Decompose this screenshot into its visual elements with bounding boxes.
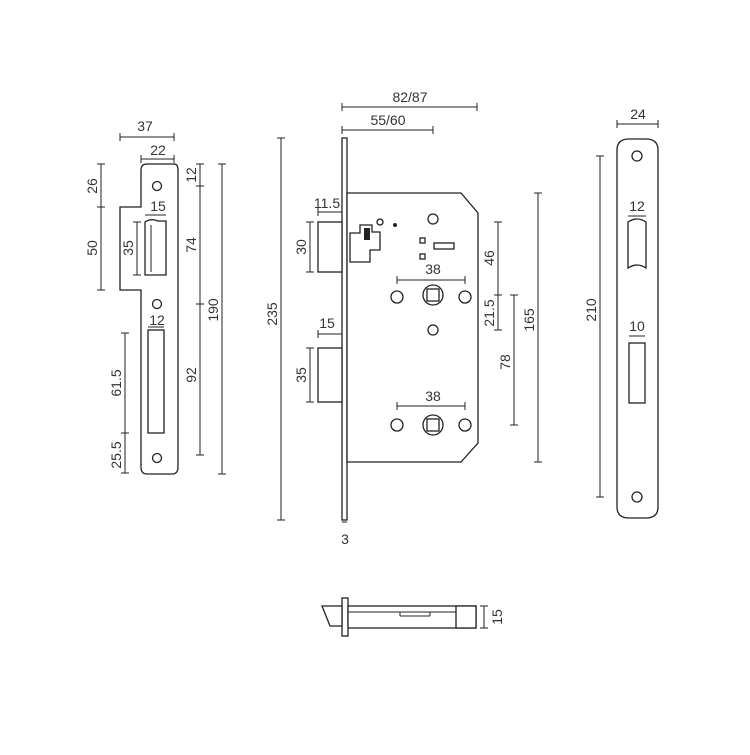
strike-screw-hole-bottom — [151, 452, 163, 464]
strike-width-22: 22 — [150, 142, 166, 158]
strike-bottom-25-5: 25.5 — [108, 441, 124, 468]
strike-latch-height-35: 35 — [120, 240, 136, 256]
strike-hole-offset-12: 12 — [183, 167, 199, 183]
backset-overall-82-87: 82/87 — [392, 89, 427, 105]
faceplate-thickness-3: 3 — [341, 531, 349, 547]
latch-height-30: 30 — [293, 239, 309, 255]
follower-upper-square — [426, 288, 440, 302]
indicator-slot-1 — [419, 237, 426, 244]
faceplate-latch-12: 12 — [629, 198, 645, 214]
strike-plate: 37 22 15 12 26 50 35 61.5 25.5 12 74 92 — [84, 118, 226, 475]
faceplate-height-235: 235 — [264, 302, 280, 326]
indicator-slot-3 — [419, 253, 426, 260]
turn-follower-square — [426, 418, 440, 432]
faceplate: 24 12 10 210 — [583, 106, 659, 519]
faceplate-bolt-opening — [628, 342, 646, 404]
case-hole-top — [427, 213, 439, 225]
faceplate-screw-bottom — [631, 491, 643, 503]
deadbolt-height-35: 35 — [293, 367, 309, 383]
fixing-hole-left-lower — [390, 418, 404, 432]
strike-span-74: 74 — [183, 237, 199, 253]
dimension-78: 78 — [497, 354, 513, 370]
spindle-spacing-38-bottom: 38 — [425, 388, 441, 404]
faceplate-outline — [616, 138, 659, 519]
fixing-hole-right-upper — [458, 290, 472, 304]
latch-projection-11-5: 11.5 — [314, 195, 340, 211]
lock-faceplate-edge — [341, 137, 348, 521]
deadbolt-projection-15: 15 — [319, 315, 335, 331]
faceplate-screw-top — [631, 150, 643, 162]
strike-bolt-opening — [147, 329, 165, 434]
strike-bolt-height-61-5: 61.5 — [108, 369, 124, 396]
side-thickness-15: 15 — [489, 609, 505, 625]
backset-55-60: 55/60 — [370, 112, 405, 128]
side-view: 15 — [321, 597, 505, 637]
lock-case-outline — [346, 192, 479, 463]
faceplate-height-210: 210 — [583, 298, 599, 322]
fixing-hole-left-upper — [390, 290, 404, 304]
dimension-21-5: 21.5 — [481, 299, 497, 326]
spindle-spacing-38-top: 38 — [425, 261, 441, 277]
strike-latch-opening — [144, 219, 167, 276]
strike-latch-width-15: 15 — [150, 198, 166, 214]
strike-span-92: 92 — [183, 367, 199, 383]
latch-pin — [364, 228, 370, 240]
strike-offset-26: 26 — [84, 178, 100, 194]
strike-width-37: 37 — [137, 118, 153, 134]
strike-cutout-50: 50 — [84, 240, 100, 256]
lock-body: 82/87 55/60 11.5 30 15 35 235 3 38 — [264, 89, 542, 547]
case-height-165: 165 — [521, 308, 537, 332]
side-view-latch — [321, 605, 343, 627]
strike-screw-hole-middle — [151, 298, 163, 310]
faceplate-width-24: 24 — [630, 106, 646, 122]
strike-height-190: 190 — [205, 298, 221, 322]
strike-bolt-width-12: 12 — [149, 312, 165, 328]
faceplate-latch-opening — [627, 218, 647, 270]
case-hole-middle — [427, 324, 439, 336]
fixing-hole-right-lower — [458, 418, 472, 432]
latch-rivet — [376, 218, 384, 226]
latch-bolt — [317, 221, 343, 273]
dead-bolt — [317, 347, 343, 403]
indicator-slot-2 — [433, 242, 455, 250]
dimension-46: 46 — [481, 250, 497, 266]
latch-mechanism — [349, 224, 381, 263]
side-view-end-block — [455, 605, 477, 629]
strike-screw-hole-top — [151, 180, 163, 192]
small-rivet — [393, 223, 397, 227]
side-view-faceplate — [341, 597, 349, 637]
faceplate-bolt-10: 10 — [629, 318, 645, 334]
